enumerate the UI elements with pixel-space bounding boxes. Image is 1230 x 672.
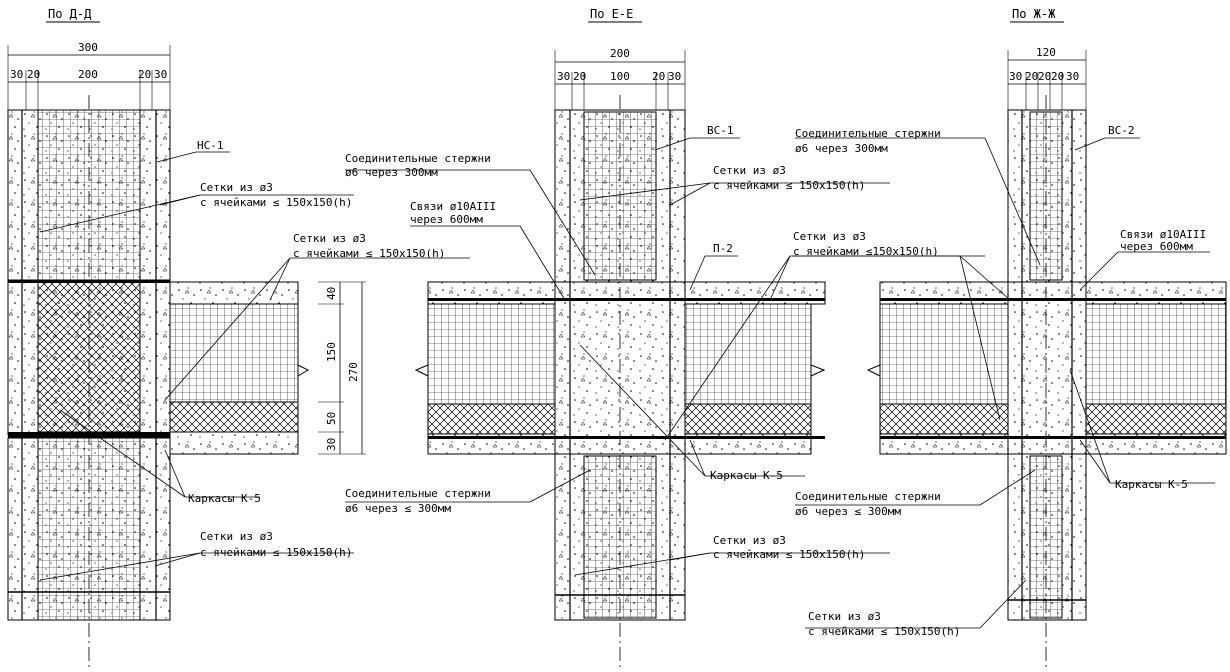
section-e-e: По Е-Е 200 30 20 100 20 30	[345, 7, 985, 670]
dim-total: 120	[1036, 46, 1056, 59]
vdim-50: 50	[325, 412, 338, 425]
label-panel: ВС-1	[707, 124, 734, 137]
leader-lines	[793, 137, 1215, 629]
dim-e: 30	[1066, 70, 1079, 83]
label-mesh1-b: с ячейками ≤ 150x150(h)	[200, 196, 352, 209]
leader-lines	[345, 137, 985, 576]
dim-d: 20	[652, 70, 665, 83]
label-mesh3-b: с ячейками ≤ 150x150(h)	[713, 548, 865, 561]
slab-right	[684, 281, 826, 455]
label-slab: П-2	[713, 242, 733, 255]
dim-c: 20	[1038, 70, 1051, 83]
section-title: По Ж-Ж	[1012, 7, 1056, 21]
dim-e: 30	[154, 68, 167, 81]
dim-c: 200	[78, 68, 98, 81]
dim-b: 20	[1025, 70, 1038, 83]
dim-a: 30	[557, 70, 570, 83]
label-mesh3-b: с ячейками ≤ 150x150(h)	[808, 625, 960, 638]
label-rods-a: Соединительные стержни	[795, 127, 941, 140]
dim-b: 20	[27, 68, 40, 81]
top-dimensions: 200 30 20 100 20 30	[554, 47, 686, 110]
wall-lower	[7, 95, 171, 670]
label-mesh2-b: с ячейками ≤150x150(h)	[793, 245, 939, 258]
label-panel: НС-1	[197, 139, 224, 152]
label-mesh1-a: Сетки из ø3	[200, 181, 273, 194]
label-mesh3-a: Сетки из ø3	[808, 610, 881, 623]
label-mesh3-a: Сетки из ø3	[200, 530, 273, 543]
vdim-40: 40	[325, 287, 338, 300]
label-rods2-a: Соединительные стержни	[345, 487, 491, 500]
label-link-a: Связи ø10АIII	[1120, 228, 1206, 241]
section-d-d: По Д-Д 300 30 20 200 20 30	[7, 7, 470, 670]
label-mesh2-a: Сетки из ø3	[293, 232, 366, 245]
label-rods-b: ø6 через 300мм	[795, 142, 888, 155]
section-zh-zh: По Ж-Ж 120 30 20 20 20 30	[793, 7, 1227, 670]
dim-total: 300	[78, 41, 98, 54]
label-link-b: через 600мм	[410, 213, 483, 226]
wall-lower	[554, 95, 686, 670]
dim-a: 30	[1009, 70, 1022, 83]
top-dimensions: 300 30 20 200 20 30	[7, 41, 171, 110]
dim-total: 200	[610, 47, 630, 60]
dim-c: 100	[610, 70, 630, 83]
dim-d: 20	[138, 68, 151, 81]
section-title: По Д-Д	[48, 7, 92, 21]
slab-right	[1085, 281, 1227, 455]
label-mesh3-b: с ячейками ≤ 150x150(h)	[200, 546, 352, 559]
dim-d: 20	[1051, 70, 1064, 83]
dim-e: 30	[668, 70, 681, 83]
label-rods-b: ø6 через 300мм	[345, 166, 438, 179]
vdim-30: 30	[325, 438, 338, 451]
label-rods2-b: ø6 через ≤ 300мм	[345, 502, 451, 515]
label-mesh1-a: Сетки из ø3	[713, 164, 786, 177]
label-link-b: через 600мм	[1120, 240, 1193, 253]
label-rods-a: Соединительные стержни	[345, 152, 491, 165]
slab-right	[169, 281, 310, 455]
label-mesh2-a: Сетки из ø3	[793, 230, 866, 243]
vdim-270: 270	[347, 362, 360, 382]
slab-left	[414, 281, 556, 455]
vertical-dimensions: 40 150 50 30 270	[318, 281, 366, 455]
label-mesh1-b: с ячейками ≤ 150x150(h)	[713, 179, 865, 192]
label-rods2-b: ø6 через ≤ 300мм	[795, 505, 901, 518]
label-panel: ВС-2	[1108, 124, 1135, 137]
dim-a: 30	[10, 68, 23, 81]
joint-zone	[880, 281, 1226, 455]
wall-lower	[1007, 95, 1087, 670]
top-dimensions: 120 30 20 20 20 30	[1007, 46, 1087, 110]
label-frames: Каркасы К-5	[710, 469, 783, 482]
label-link-a: Связи ø10АIII	[410, 200, 496, 213]
label-mesh3-a: Сетки из ø3	[713, 534, 786, 547]
vdim-150: 150	[325, 342, 338, 362]
label-frames: Каркасы К-5	[1115, 478, 1188, 491]
label-frames: Каркасы К-5	[188, 492, 261, 505]
label-mesh2-b: с ячейками ≤ 150x150(h)	[293, 247, 445, 260]
label-rods2-a: Соединительные стержни	[795, 490, 941, 503]
leader-lines	[39, 151, 470, 581]
section-title: По Е-Е	[590, 7, 633, 21]
dim-b: 20	[573, 70, 586, 83]
